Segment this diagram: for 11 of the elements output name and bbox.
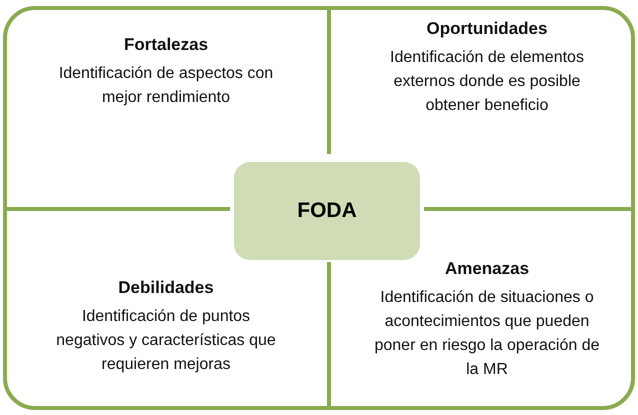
quadrant-title: Oportunidades	[426, 18, 548, 40]
quadrant-title: Amenazas	[444, 258, 530, 280]
quadrant-description: Identificación de situaciones o acontecimientos que pueden poner en riesgo la operación de la MR	[373, 288, 601, 380]
quadrant-description: Identificación de aspectos con mejor rendimiento	[58, 64, 274, 108]
quadrant-title: Fortalezas	[124, 34, 208, 56]
quadrant-description: Identificación de puntos negativos y características que requieren mejoras	[55, 307, 277, 375]
center-box	[234, 162, 420, 260]
center-title: FODA	[297, 200, 357, 222]
quadrant-title: Debilidades	[118, 277, 214, 299]
frame-box	[3, 6, 635, 410]
quadrant-description: Identificación de elementos externos donde es posible obtener beneficio	[389, 48, 585, 116]
